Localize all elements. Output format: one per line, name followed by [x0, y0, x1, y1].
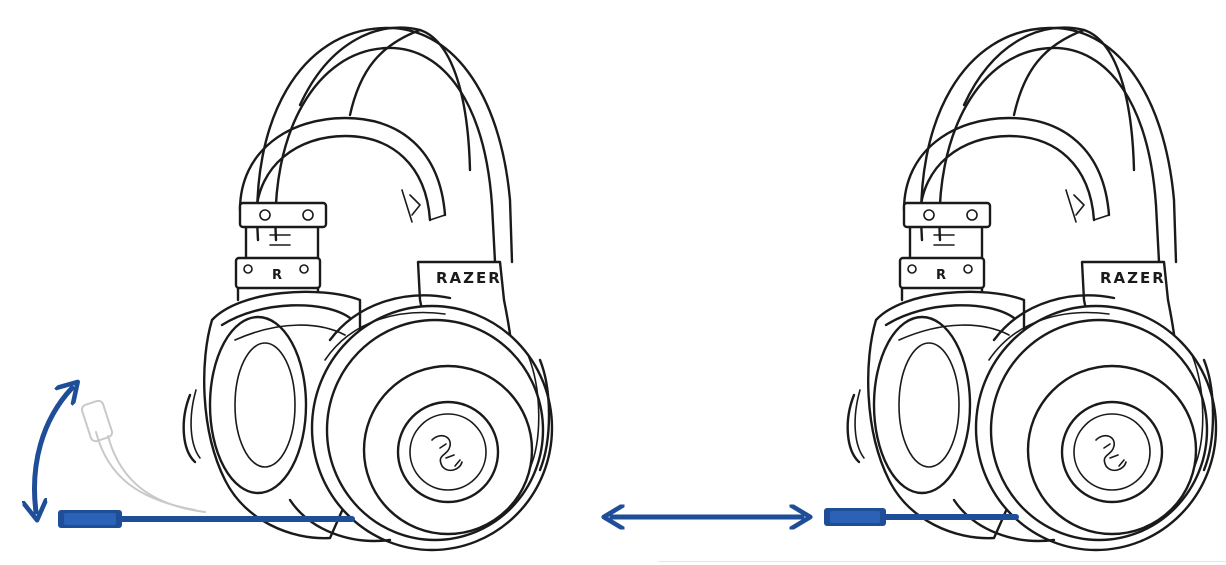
headset-right: [824, 26, 1218, 552]
brand-text: RAZER: [1100, 269, 1166, 287]
headset-left: [35, 26, 554, 552]
page-edge-line: [658, 561, 1226, 562]
brand-text: RAZER: [436, 269, 502, 287]
mic-boom-right: [824, 508, 1019, 526]
side-label-text: R: [936, 268, 946, 283]
mic-ghost-raised: [80, 399, 206, 513]
side-label-text: R: [272, 268, 282, 283]
curved-double-arrow-icon: [35, 388, 73, 512]
